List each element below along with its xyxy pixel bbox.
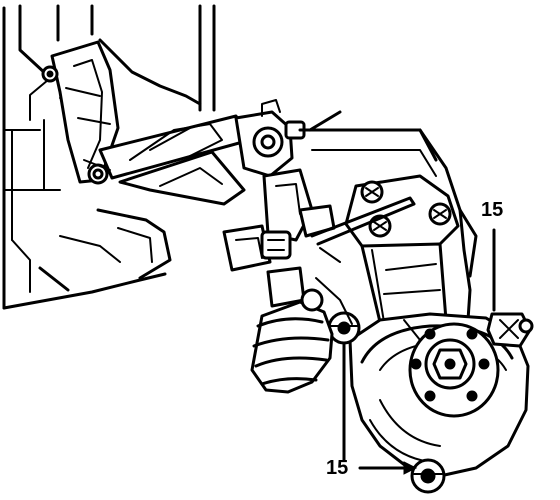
mount-link <box>222 168 336 272</box>
mount-bolt-bottom <box>410 458 446 494</box>
link-nut-icon <box>260 230 292 260</box>
engine-block-left <box>2 4 216 310</box>
transmission-housing <box>298 110 478 322</box>
callout-label-upper-right: 15 <box>481 199 503 221</box>
cv-boot <box>250 266 353 394</box>
rubber-mount <box>348 312 530 478</box>
callout-label-bottom: 15 <box>326 457 348 479</box>
rod-end-bushing <box>234 99 306 178</box>
upper-engine-bracket <box>41 40 120 185</box>
mount-bolt-right <box>486 312 534 348</box>
mount-bolt-left <box>327 311 361 345</box>
callout-leaders <box>342 228 496 475</box>
